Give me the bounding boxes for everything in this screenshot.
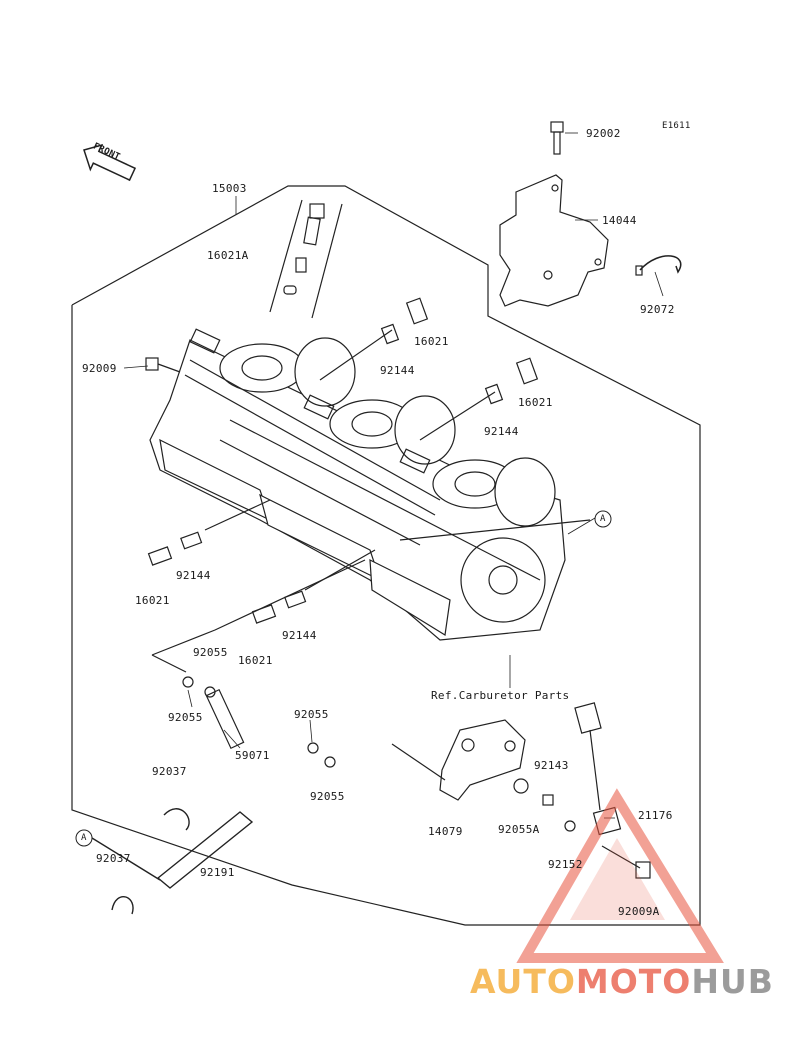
screw-spring-set-top bbox=[319, 297, 539, 441]
label-59071: 59071 bbox=[235, 749, 270, 762]
label-92144-left-1: 92144 bbox=[176, 569, 211, 582]
carburetor-assembly bbox=[149, 337, 591, 641]
label-92002: 92002 bbox=[586, 127, 621, 140]
label-92037-b: 92037 bbox=[96, 852, 131, 865]
assembly-outline bbox=[71, 185, 701, 926]
label-92191: 92191 bbox=[200, 866, 235, 879]
watermark-part-3: HUB bbox=[691, 962, 774, 1001]
label-16021-top-1: 16021 bbox=[414, 335, 449, 348]
label-16021-left-1: 16021 bbox=[135, 594, 170, 607]
label-92144-top-1: 92144 bbox=[380, 364, 415, 377]
label-92055-a: 92055 bbox=[193, 646, 228, 659]
leader-lines bbox=[123, 132, 664, 819]
watermark-text: AUTOMOTOHUB bbox=[470, 962, 774, 1001]
jet-16021A bbox=[269, 199, 343, 319]
label-14044: 14044 bbox=[602, 214, 637, 227]
label-92055A: 92055A bbox=[498, 823, 540, 836]
callout-a-left: A bbox=[81, 833, 87, 843]
screw-92009 bbox=[145, 357, 181, 373]
label-16021-left-2: 16021 bbox=[238, 654, 273, 667]
callout-a-circles bbox=[75, 510, 612, 847]
label-92037-a: 92037 bbox=[152, 765, 187, 778]
watermark-part-2: MOTO bbox=[575, 962, 692, 1001]
watermark-part-1: AUTO bbox=[470, 962, 576, 1001]
label-21176: 21176 bbox=[638, 809, 673, 822]
ref-carburetor-note: Ref.Carburetor Parts bbox=[431, 689, 570, 702]
watermark-logo-icon bbox=[516, 788, 724, 963]
label-92055-d: 92055 bbox=[310, 790, 345, 803]
label-92144-top-2: 92144 bbox=[484, 425, 519, 438]
front-arrow-icon bbox=[83, 143, 137, 182]
label-15003: 15003 bbox=[212, 182, 247, 195]
label-92072: 92072 bbox=[640, 303, 675, 316]
clip-92072 bbox=[639, 255, 682, 274]
hose-92191 bbox=[91, 808, 254, 915]
holder-14079 bbox=[391, 719, 529, 801]
label-92144-left-2: 92144 bbox=[282, 629, 317, 642]
label-16021-top-2: 16021 bbox=[518, 396, 553, 409]
label-92055-b: 92055 bbox=[168, 711, 203, 724]
label-92009: 92009 bbox=[82, 362, 117, 375]
label-16021A: 16021A bbox=[207, 249, 249, 262]
bracket-14044 bbox=[499, 174, 609, 307]
bolt-92002 bbox=[550, 121, 564, 155]
label-92152: 92152 bbox=[548, 858, 583, 871]
callout-a-right: A bbox=[600, 514, 606, 524]
label-14079: 14079 bbox=[428, 825, 463, 838]
label-92055-c: 92055 bbox=[294, 708, 329, 721]
throttle-springs bbox=[189, 328, 431, 474]
screw-spring-set-bottom bbox=[147, 499, 376, 624]
sensor-21176 bbox=[542, 702, 651, 879]
label-92009A: 92009A bbox=[618, 905, 660, 918]
label-92143: 92143 bbox=[534, 759, 569, 772]
diagram-code: E1611 bbox=[662, 121, 691, 131]
